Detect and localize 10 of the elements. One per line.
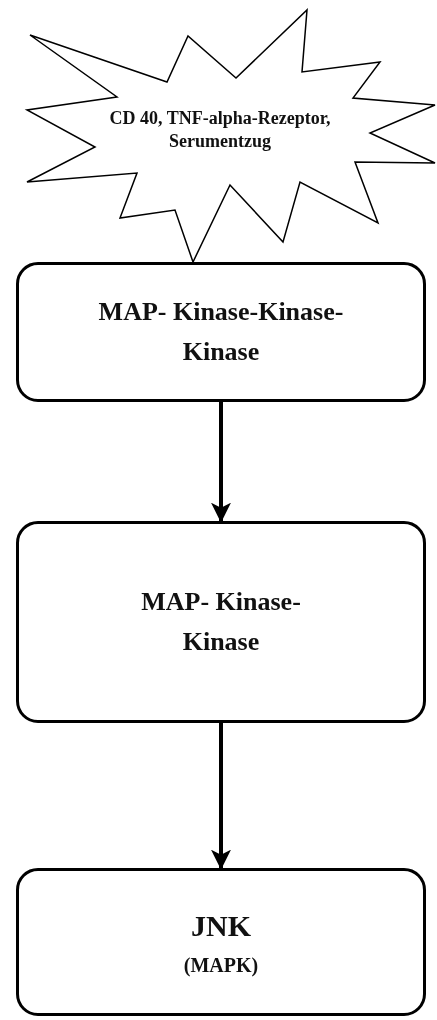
process-box [16, 521, 426, 723]
box-label: (MAPK) [183, 952, 259, 979]
arrow [211, 723, 231, 870]
process-box [16, 868, 426, 1016]
arrow [211, 402, 231, 523]
box-label: MAP- Kinase-Kinase-Kinase [97, 295, 345, 368]
process-box [16, 262, 426, 402]
box-label: JNK [191, 908, 251, 945]
starburst-label: CD 40, TNF-alpha-Rezeptor, Serumentzug [108, 107, 332, 153]
box-label: MAP- Kinase-Kinase [140, 585, 302, 658]
